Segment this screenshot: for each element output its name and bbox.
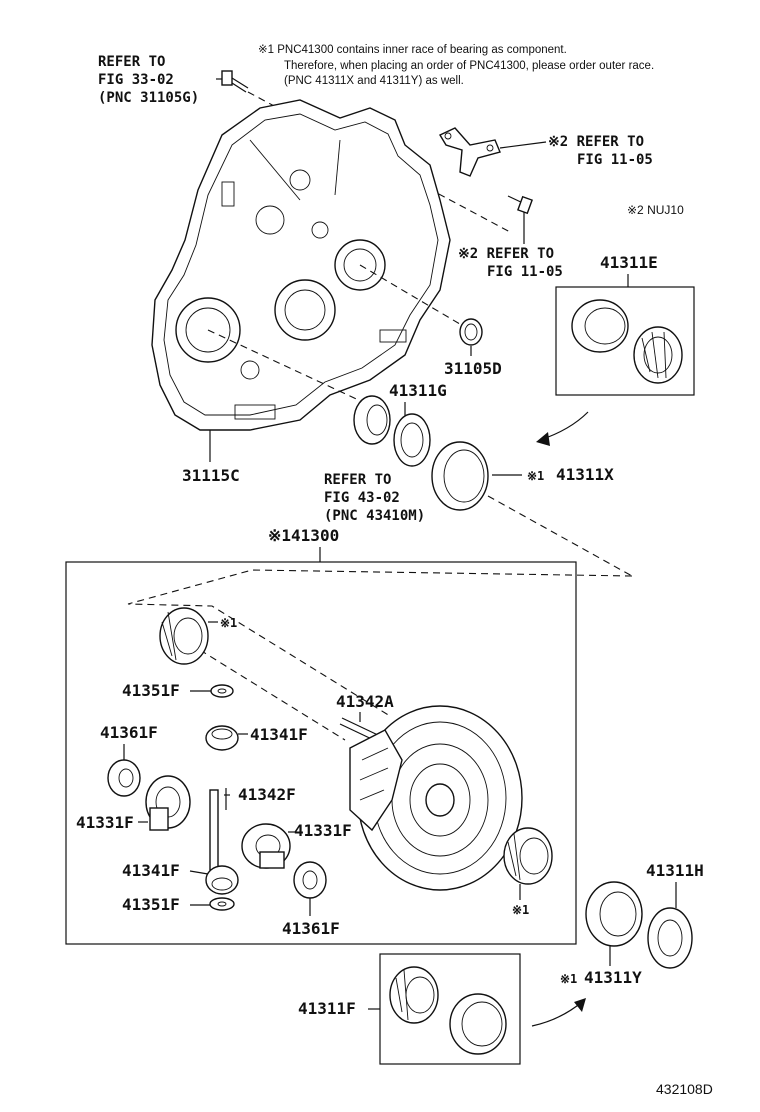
bracket-nuj10 <box>439 127 547 244</box>
outer-race-41311X[interactable] <box>431 441 522 511</box>
note-line-2: Therefore, when placing an order of PNC4… <box>284 60 654 72</box>
label-41341F-top[interactable]: 41341F <box>250 725 308 744</box>
washer-41351F-top[interactable] <box>210 684 234 698</box>
kit-box-41311E <box>555 286 695 396</box>
ref-fig11-b-line1[interactable]: ※2 REFER TO <box>458 246 554 262</box>
mark-inner-top: ※1 <box>220 616 237 630</box>
bearing-kit-41311F[interactable] <box>389 966 507 1055</box>
washer-41361F-left[interactable] <box>107 759 141 797</box>
label-41311Y[interactable]: 41311Y <box>584 968 642 987</box>
label-41341F-bottom[interactable]: 41341F <box>122 861 180 880</box>
note-line-3: (PNC 41311X and 41311Y) as well. <box>284 75 464 87</box>
inner-race-top[interactable] <box>159 607 218 665</box>
bearing-kit-41311E[interactable] <box>571 299 683 384</box>
note-nuj10: ※2 NUJ10 <box>627 203 684 217</box>
pinion-41341F-top[interactable] <box>205 725 248 751</box>
washer-41361F-bottom[interactable] <box>293 861 327 916</box>
ref-fig43-line2[interactable]: FIG 43-02 <box>324 490 400 506</box>
ref-fig33-line2[interactable]: FIG 33-02 <box>98 72 174 88</box>
mark-inner-bottom: ※1 <box>512 903 529 917</box>
label-41311G[interactable]: 41311G <box>389 381 447 400</box>
label-41361F-bottom[interactable]: 41361F <box>282 919 340 938</box>
label-41351F-top[interactable]: 41351F <box>122 681 180 700</box>
ref-fig33-line1[interactable]: REFER TO <box>98 54 165 70</box>
ref-fig43-line3[interactable]: (PNC 43410M) <box>324 508 425 524</box>
diagram-code: 432108D <box>656 1081 713 1097</box>
pinion-41341F-bottom[interactable] <box>205 865 239 895</box>
label-41342F[interactable]: 41342F <box>238 785 296 804</box>
ref-fig33-line3[interactable]: (PNC 31105G) <box>98 90 199 106</box>
label-41361F-left[interactable]: 41361F <box>100 723 158 742</box>
label-41331F-left[interactable]: 41331F <box>76 813 134 832</box>
ref-fig11-a-line2[interactable]: FIG 11-05 <box>577 152 653 168</box>
dashed-axis-41300 <box>127 569 633 717</box>
label-31115C[interactable]: 31115C <box>182 466 240 485</box>
side-gear-41331F-left[interactable] <box>138 775 191 831</box>
differential-case[interactable] <box>349 705 523 891</box>
side-gear-41331F-right[interactable] <box>241 823 296 869</box>
arrow-41311F <box>531 1001 583 1027</box>
label-41311X[interactable]: 41311X <box>556 465 614 484</box>
outer-race-41311Y[interactable] <box>585 881 643 966</box>
label-41311E[interactable]: 41311E <box>600 253 658 272</box>
ref-fig11-b-line2[interactable]: FIG 11-05 <box>487 264 563 280</box>
label-41311H[interactable]: 41311H <box>646 861 704 880</box>
shaft-41342F[interactable] <box>209 788 230 871</box>
mark-41311Y: ※1 <box>560 972 577 986</box>
transaxle-case[interactable] <box>151 99 451 462</box>
assembly-box-41300 <box>65 561 577 945</box>
label-41300[interactable]: ※141300 <box>268 526 339 545</box>
label-41351F-bottom[interactable]: 41351F <box>122 895 180 914</box>
label-41342A[interactable]: 41342A <box>336 692 394 711</box>
ref-fig11-a-line1[interactable]: ※2 REFER TO <box>548 134 644 150</box>
bearing-41311G[interactable] <box>353 395 431 467</box>
shim-41311H[interactable] <box>647 907 693 969</box>
oil-seal-31105D[interactable] <box>459 318 483 356</box>
label-41311F[interactable]: 41311F <box>298 999 356 1018</box>
mark-41311X: ※1 <box>527 469 544 483</box>
ref-fig43-line1[interactable]: REFER TO <box>324 472 391 488</box>
inner-race-bottom[interactable] <box>503 827 553 900</box>
washer-41351F-bottom[interactable] <box>209 897 235 911</box>
label-31105D[interactable]: 31105D <box>444 359 502 378</box>
note-line-1: ※1 PNC41300 contains inner race of beari… <box>258 44 567 56</box>
label-41331F-right[interactable]: 41331F <box>294 821 352 840</box>
